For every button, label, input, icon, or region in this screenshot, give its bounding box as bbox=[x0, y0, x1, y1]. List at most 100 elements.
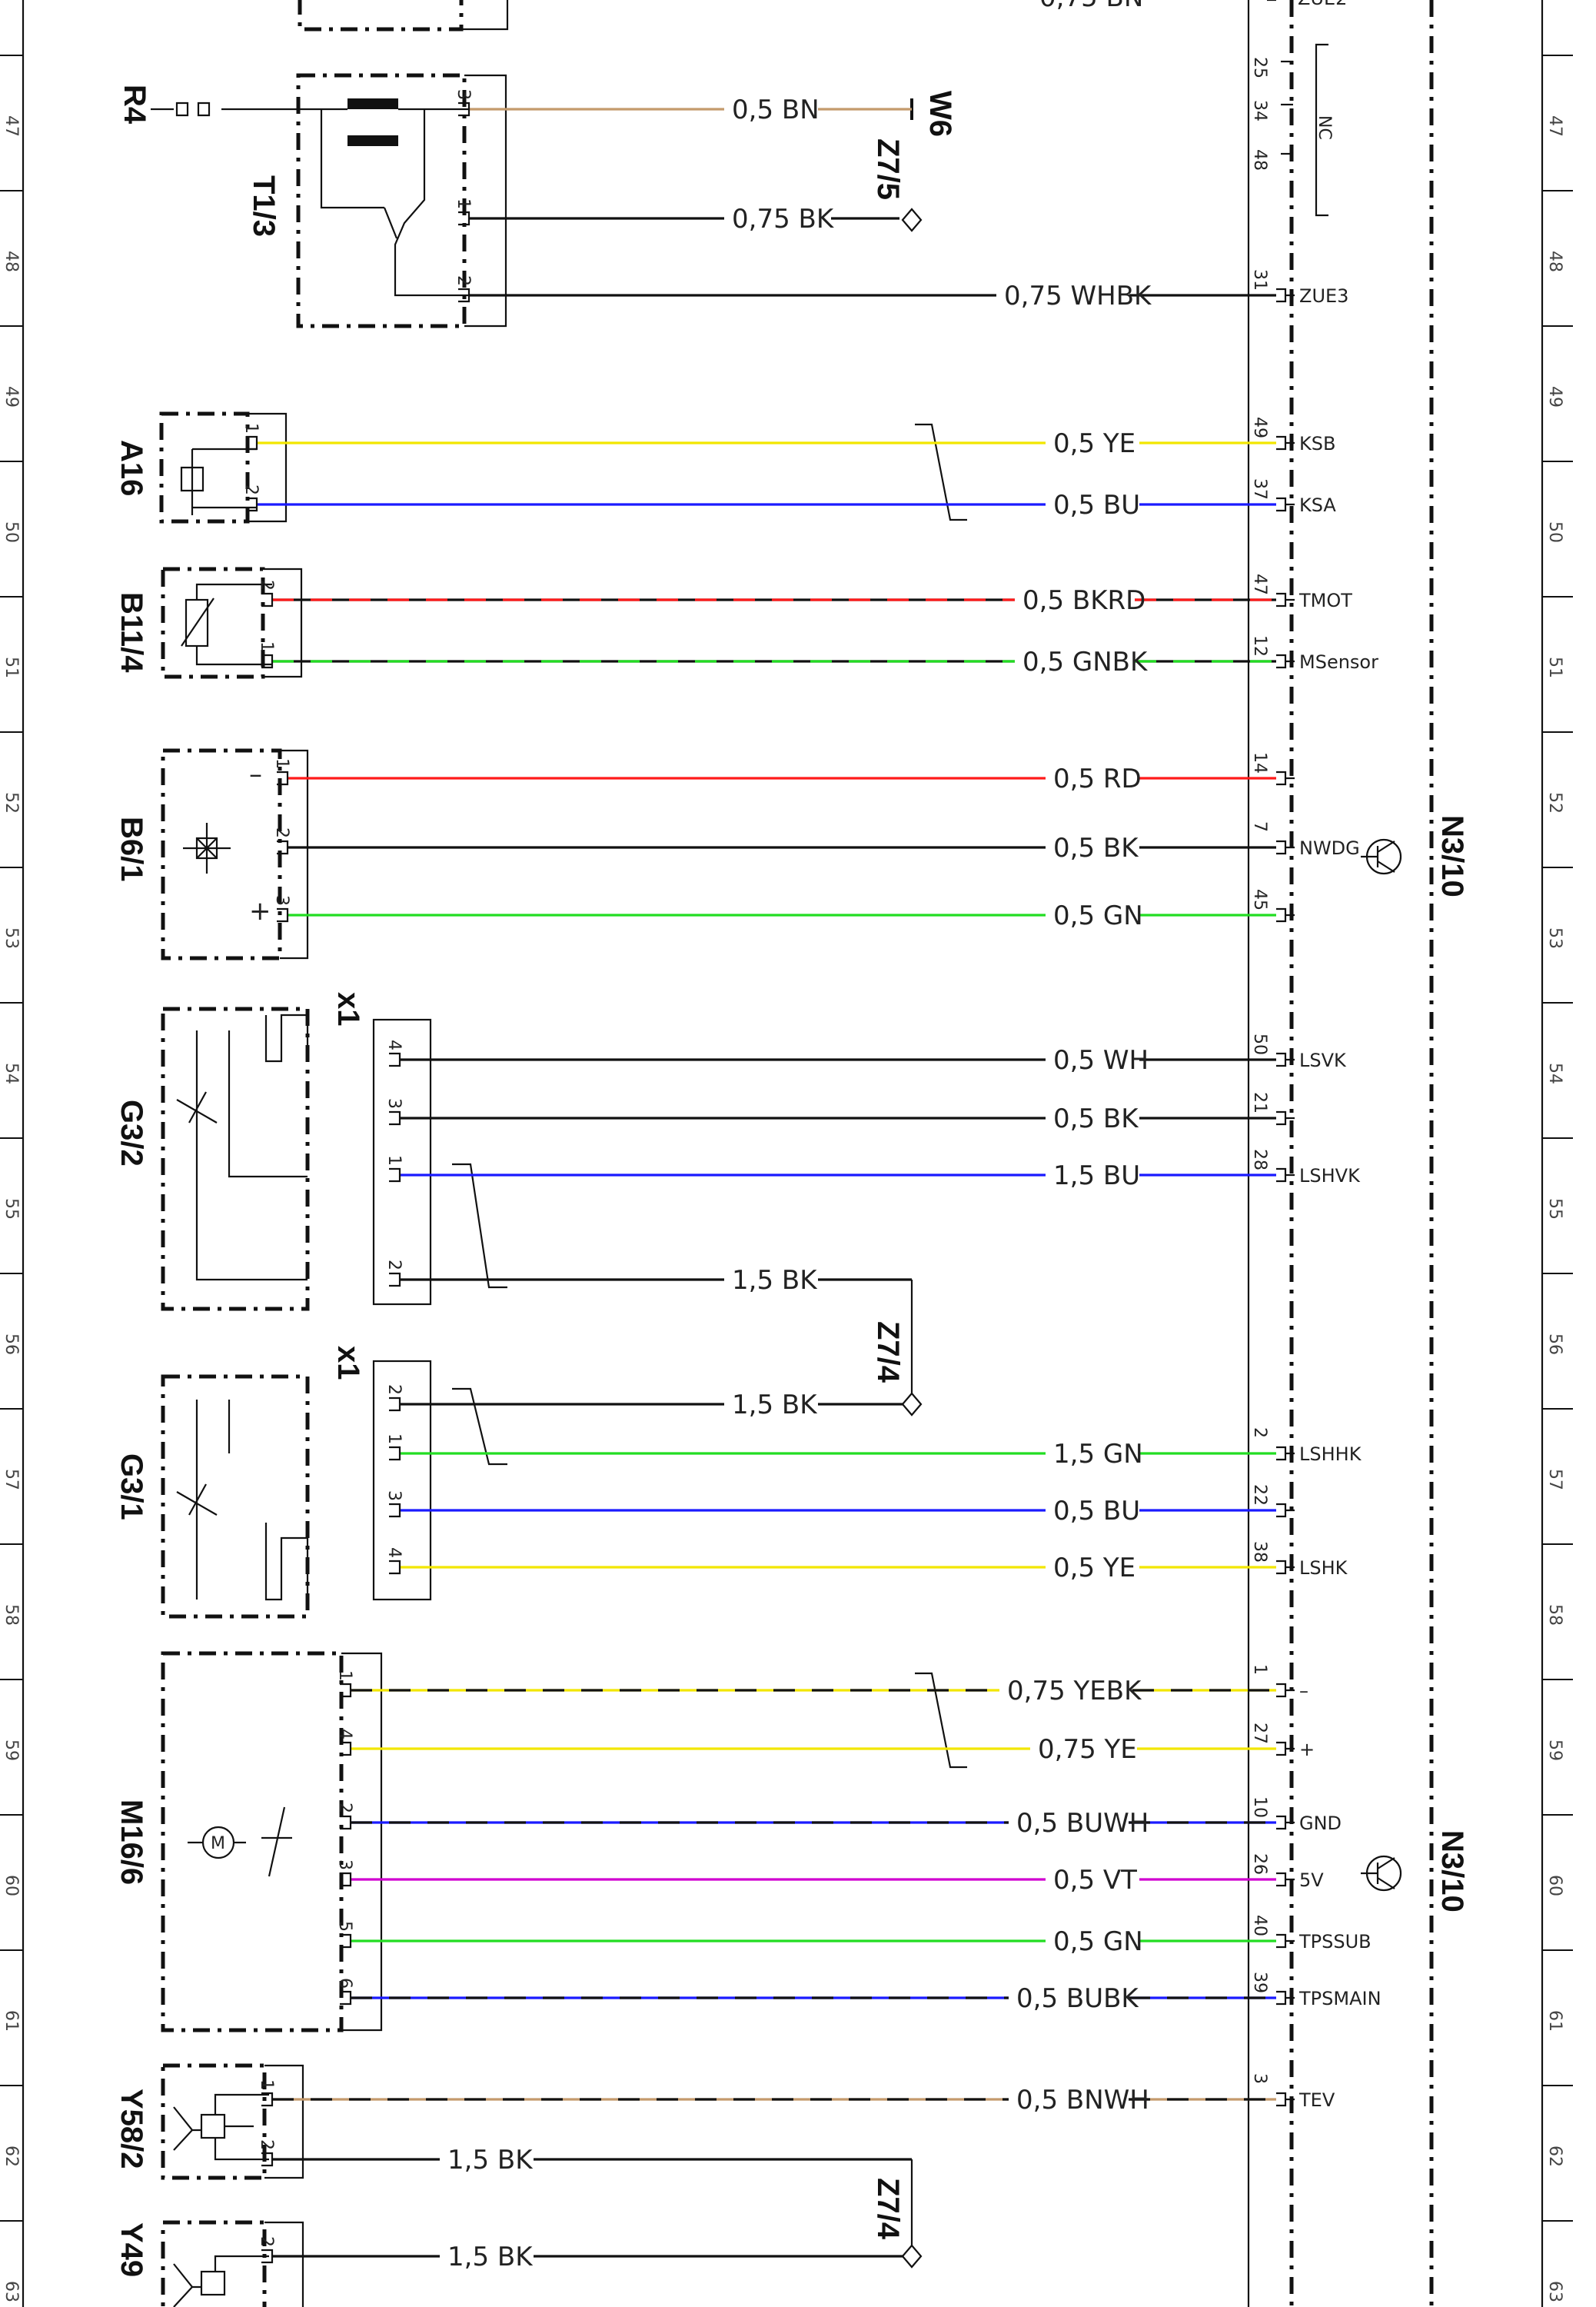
ecu-connector bbox=[1276, 435, 1295, 451]
connector-pin bbox=[458, 288, 470, 303]
ecu-signal-label: LSVK bbox=[1299, 1050, 1347, 1071]
ecu-signal-label: TPSSUB bbox=[1298, 1931, 1372, 1952]
ecu-connector bbox=[1276, 1741, 1295, 1756]
ecu-pin-number: 39 bbox=[1250, 1972, 1269, 1993]
wire-label: 0,5 BUBK bbox=[1016, 1983, 1139, 2014]
connector-pin bbox=[277, 907, 289, 923]
ecu-signal-label: 5V bbox=[1299, 1869, 1324, 1891]
ecu-connector bbox=[1276, 1503, 1295, 1518]
component-a16: A16 bbox=[115, 411, 288, 524]
b11-4-label: B11/4 bbox=[115, 592, 148, 673]
component-y58-2: Y58/2 bbox=[115, 2063, 304, 2180]
zone-label: 57 bbox=[1545, 1469, 1564, 1490]
ecu-connector bbox=[1276, 1990, 1295, 2006]
z7-4-label-b: Z7/4 bbox=[871, 2178, 905, 2240]
ecu-label-top: N3/10 bbox=[1435, 815, 1469, 897]
twisted-pair-marks bbox=[452, 423, 967, 1769]
wire-label: 0,5 BN bbox=[732, 95, 820, 125]
ecu-connector bbox=[1276, 1683, 1295, 1698]
ecu-signal-label: LSHHK bbox=[1299, 1443, 1362, 1465]
ecu-pin-number: 47 bbox=[1250, 574, 1269, 595]
ecu-pin-number: 14 bbox=[1250, 752, 1269, 774]
ecu-connector bbox=[1276, 497, 1295, 512]
ecu-pin-number: 40 bbox=[1250, 1915, 1269, 1936]
wire-label: 0,5 BU bbox=[1053, 1496, 1140, 1526]
connector-pin bbox=[277, 771, 289, 786]
connector-pin bbox=[340, 1933, 352, 1949]
wire: 0,75 BK1 bbox=[454, 198, 899, 235]
zone-label: 49 bbox=[1545, 386, 1564, 408]
x1-label-b: x1 bbox=[331, 1346, 365, 1380]
g3-1-label: G3/1 bbox=[115, 1453, 148, 1520]
component-pin-number: 3 bbox=[384, 1490, 404, 1501]
component-b11-4: B11/4 bbox=[115, 567, 303, 679]
component-pin-number: 1 bbox=[384, 1433, 404, 1444]
wire-label: 0,5 RD bbox=[1053, 764, 1142, 794]
wire: 1,5 BK2 bbox=[257, 2236, 903, 2272]
component-pin-number: 2 bbox=[241, 484, 261, 495]
zone-label: 54 bbox=[1545, 1063, 1564, 1084]
zone-label: 56 bbox=[2, 1333, 21, 1355]
wire-label: 0,5 BNWH bbox=[1016, 2085, 1149, 2116]
zone-label: 52 bbox=[2, 792, 21, 814]
wire-label: 1,5 BK bbox=[732, 1390, 818, 1420]
zone-label: 58 bbox=[1545, 1604, 1564, 1626]
ecu-connector bbox=[1276, 1110, 1295, 1126]
ecu-signal-label: MSensor bbox=[1299, 651, 1378, 673]
component-pin-number: 1 bbox=[241, 423, 261, 434]
connector-pin bbox=[246, 497, 258, 512]
ecu-signal-label: TPSMAIN bbox=[1298, 1988, 1382, 2009]
zone-label: 59 bbox=[1545, 1739, 1564, 1761]
ecu-connector bbox=[1276, 2092, 1295, 2107]
ecu-pin-number: 22 bbox=[1250, 1484, 1269, 1506]
zone-label: 60 bbox=[2, 1875, 21, 1896]
ecu-n3-10: N3/10 N3/10 bbox=[1247, 0, 1469, 2307]
connector-pin bbox=[389, 1397, 401, 1412]
wire-label: 0,5 WH bbox=[1053, 1045, 1149, 1076]
ecu-connector bbox=[1276, 1560, 1295, 1575]
ecu-pin-number: 2 bbox=[1250, 1427, 1269, 1438]
zone-label: 63 bbox=[1545, 2281, 1564, 2302]
b6-minus: – bbox=[249, 759, 262, 790]
wire-label: 0,5 BUWH bbox=[1016, 1808, 1149, 1839]
ecu-connector bbox=[1276, 1446, 1295, 1461]
ecu-pin-number: 12 bbox=[1250, 635, 1269, 657]
wire-label: 0,5 VT bbox=[1053, 1865, 1137, 1896]
wire-label: 0,5 GN bbox=[1053, 900, 1143, 931]
ecu-connector bbox=[1276, 771, 1295, 786]
ecu-pin-number: 27 bbox=[1250, 1723, 1269, 1744]
ground-z7-4-b: Z7/4 bbox=[871, 2159, 923, 2269]
wire-label: 0,75 YEBK bbox=[1007, 1676, 1142, 1706]
nc-pin: 25 bbox=[1250, 57, 1269, 78]
zone-label: 55 bbox=[1545, 1198, 1564, 1220]
connector-pin bbox=[340, 1683, 352, 1698]
connector-pin bbox=[389, 1167, 401, 1183]
zone-label: 55 bbox=[2, 1198, 21, 1220]
b6-1-label: B6/1 bbox=[115, 817, 148, 882]
connector-pin bbox=[261, 654, 274, 669]
connector-pin bbox=[389, 1052, 401, 1067]
zone-label: 61 bbox=[1545, 2010, 1564, 2032]
connector-pin bbox=[340, 1815, 352, 1830]
zone-label: 59 bbox=[2, 1739, 21, 1761]
ecu-signal-label: ZUE3 bbox=[1299, 285, 1348, 307]
ecu-pin-number: 28 bbox=[1250, 1149, 1269, 1170]
zone-label: 61 bbox=[2, 2010, 21, 2032]
component-pin-number: 3 bbox=[272, 895, 291, 906]
ecu-signal-label: KSA bbox=[1299, 494, 1336, 516]
zone-label: 57 bbox=[2, 1469, 21, 1490]
zone-label: 53 bbox=[1545, 927, 1564, 949]
ecu-signal-label: KSB bbox=[1299, 433, 1335, 454]
connector-pin bbox=[458, 102, 470, 117]
top-signal-label: ZUE2 bbox=[1298, 0, 1347, 9]
